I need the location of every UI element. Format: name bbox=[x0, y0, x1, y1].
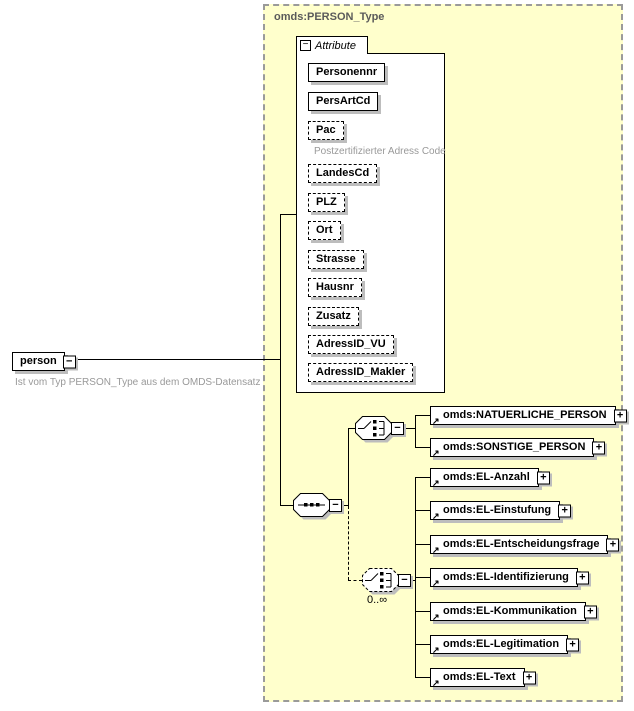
attribute-personennr[interactable]: Personennr bbox=[308, 63, 386, 82]
element-sonstige-person[interactable]: ↗ omds:SONSTIGE_PERSON + bbox=[430, 438, 606, 458]
expand-icon[interactable]: + bbox=[566, 638, 580, 651]
element-label: omds:EL-Identifizierung bbox=[443, 571, 569, 583]
element-natuerliche-person[interactable]: ↗ omds:NATUERLICHE_PERSON + bbox=[430, 406, 627, 426]
element-label: omds:EL-Anzahl bbox=[443, 471, 530, 483]
attribute-pac[interactable]: Pac bbox=[308, 121, 344, 140]
connector bbox=[416, 415, 430, 416]
expand-icon[interactable]: + bbox=[536, 471, 550, 484]
choice-icon-optional[interactable] bbox=[362, 568, 403, 596]
sequence-icon[interactable] bbox=[293, 493, 334, 521]
connector bbox=[404, 428, 415, 429]
element-el-text[interactable]: ↗ omds:EL-Text + bbox=[430, 668, 536, 688]
complex-type-title: omds:PERSON_Type bbox=[274, 11, 385, 23]
attribute-strasse[interactable]: Strasse bbox=[308, 250, 364, 269]
collapse-icon[interactable]: − bbox=[391, 422, 404, 435]
connector bbox=[348, 428, 349, 506]
reference-arrow-icon: ↗ bbox=[432, 645, 440, 655]
connector-optional bbox=[348, 506, 349, 580]
expand-icon[interactable]: + bbox=[522, 671, 536, 684]
reference-arrow-icon: ↗ bbox=[432, 511, 440, 521]
connector bbox=[416, 644, 430, 645]
connector bbox=[416, 577, 430, 578]
expand-icon[interactable]: + bbox=[606, 538, 620, 551]
expand-icon[interactable]: + bbox=[558, 504, 572, 517]
element-label: omds:SONSTIGE_PERSON bbox=[443, 441, 586, 453]
attribute-landescd[interactable]: LandesCd bbox=[308, 164, 378, 183]
connector bbox=[416, 477, 430, 478]
collapse-icon[interactable]: − bbox=[329, 499, 342, 512]
connector bbox=[281, 214, 296, 215]
connector bbox=[416, 611, 430, 612]
connector bbox=[342, 505, 349, 506]
element-el-anzahl[interactable]: ↗ omds:EL-Anzahl + bbox=[430, 468, 550, 488]
expand-icon[interactable]: + bbox=[583, 605, 597, 618]
connector bbox=[411, 580, 415, 581]
attribute-pac-annotation: Postzertifizierter Adress Code bbox=[314, 146, 446, 157]
element-label: omds:EL-Legitimation bbox=[443, 638, 560, 650]
expand-icon[interactable]: + bbox=[575, 571, 589, 584]
choice-icon[interactable] bbox=[355, 416, 396, 444]
occurrence-label: 0..∞ bbox=[367, 594, 388, 606]
attribute-hausnr[interactable]: Hausnr bbox=[308, 278, 362, 297]
connector-optional bbox=[348, 580, 362, 581]
reference-arrow-icon: ↗ bbox=[432, 578, 440, 588]
collapse-icon[interactable]: − bbox=[398, 574, 411, 587]
attribute-plz[interactable]: PLZ bbox=[308, 193, 345, 212]
connector bbox=[416, 447, 430, 448]
attribute-persartcd[interactable]: PersArtCd bbox=[308, 92, 379, 111]
connector bbox=[75, 359, 281, 360]
element-el-entscheidungsfrage[interactable]: ↗ omds:EL-Entscheidungsfrage + bbox=[430, 535, 620, 555]
element-el-legitimation[interactable]: ↗ omds:EL-Legitimation + bbox=[430, 635, 580, 655]
element-el-identifizierung[interactable]: ↗ omds:EL-Identifizierung + bbox=[430, 568, 589, 588]
connector bbox=[415, 415, 416, 448]
root-element-annotation: Ist vom Typ PERSON_Type aus dem OMDS-Dat… bbox=[15, 377, 261, 388]
expand-icon[interactable]: + bbox=[592, 441, 606, 454]
attribute-adressid-vu[interactable]: AdressID_VU bbox=[308, 335, 394, 354]
reference-arrow-icon: ↗ bbox=[432, 678, 440, 688]
connector bbox=[416, 544, 430, 545]
element-el-kommunikation[interactable]: ↗ omds:EL-Kommunikation + bbox=[430, 602, 597, 622]
root-element-label: person bbox=[20, 355, 57, 367]
expand-icon[interactable]: + bbox=[613, 409, 627, 422]
attributes-tab-label: Attribute bbox=[315, 39, 356, 52]
attributes-tab[interactable]: − Attribute bbox=[296, 36, 368, 54]
attribute-zusatz[interactable]: Zusatz bbox=[308, 307, 359, 326]
collapse-icon[interactable]: − bbox=[62, 355, 76, 368]
element-label: omds:EL-Einstufung bbox=[443, 504, 552, 516]
reference-arrow-icon: ↗ bbox=[432, 448, 440, 458]
reference-arrow-icon: ↗ bbox=[432, 612, 440, 622]
root-element-person[interactable]: person − bbox=[12, 352, 76, 371]
element-label: omds:NATUERLICHE_PERSON bbox=[443, 409, 607, 421]
reference-arrow-icon: ↗ bbox=[432, 416, 440, 426]
connector bbox=[280, 214, 281, 506]
connector bbox=[416, 510, 430, 511]
connector bbox=[281, 505, 293, 506]
attribute-adressid-makler[interactable]: AdressID_Makler bbox=[308, 363, 414, 382]
element-label: omds:EL-Entscheidungsfrage bbox=[443, 538, 600, 550]
element-label: omds:EL-Text bbox=[443, 671, 516, 683]
element-el-einstufung[interactable]: ↗ omds:EL-Einstufung + bbox=[430, 501, 572, 521]
attribute-ort[interactable]: Ort bbox=[308, 221, 341, 240]
reference-arrow-icon: ↗ bbox=[432, 545, 440, 555]
connector bbox=[415, 477, 416, 678]
connector bbox=[349, 428, 355, 429]
connector bbox=[416, 677, 430, 678]
reference-arrow-icon: ↗ bbox=[432, 478, 440, 488]
element-label: omds:EL-Kommunikation bbox=[443, 605, 577, 617]
collapse-icon[interactable]: − bbox=[300, 40, 311, 51]
